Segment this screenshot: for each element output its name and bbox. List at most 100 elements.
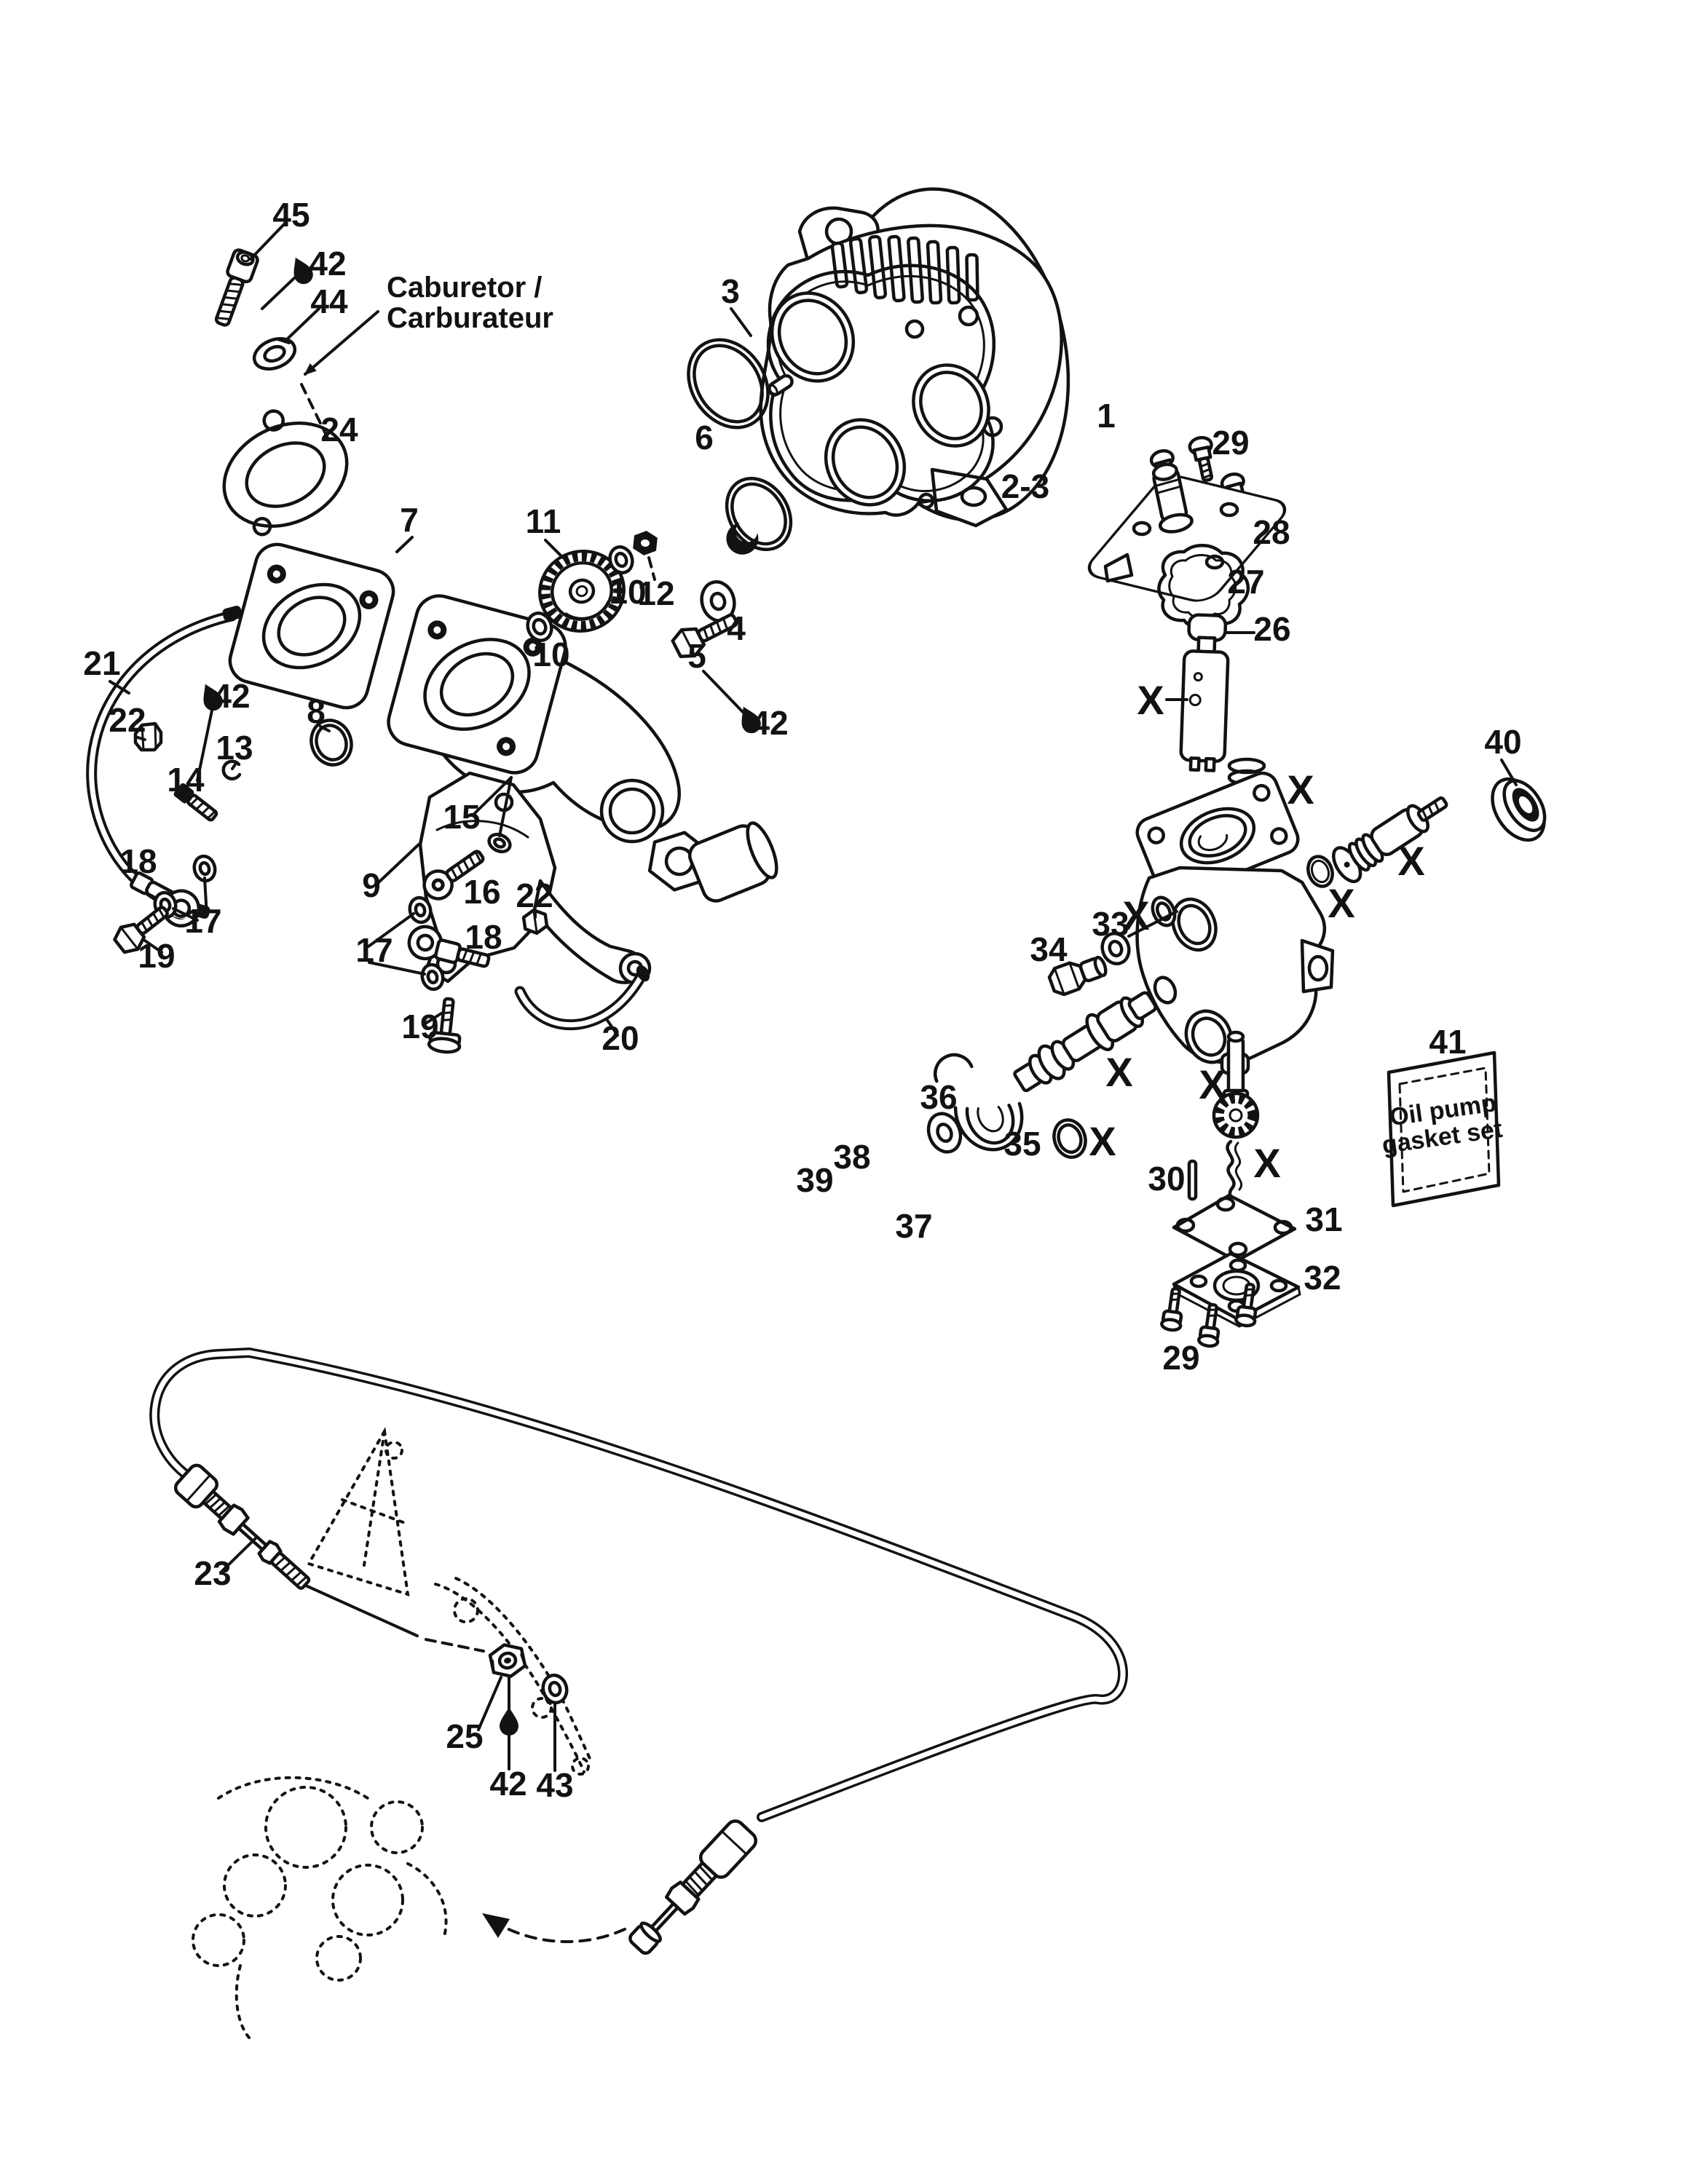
part-label-35: 35: [1003, 1125, 1041, 1163]
part-label-12: 12: [637, 574, 674, 612]
part-label-38: 38: [833, 1138, 870, 1176]
part-label-7: 7: [400, 501, 419, 539]
oil-pump-body: [1135, 866, 1335, 1075]
leader-42-top: [261, 277, 296, 310]
leader-11: [544, 539, 564, 559]
leader-17-left-a: [203, 877, 208, 917]
cable-end-lower: [628, 1819, 758, 1955]
leader-23-long: [304, 1584, 419, 1637]
part-label-44: 44: [310, 282, 348, 320]
part-label-20: 20: [602, 1019, 639, 1057]
leader-15a: [473, 776, 513, 815]
dowel-pin: [767, 373, 794, 397]
x-mark-oring: X: [1328, 880, 1354, 926]
part-label-10-left: 10: [532, 636, 569, 673]
hex-bolt-19-left: [113, 906, 169, 954]
x-mark-valve: X: [1397, 838, 1424, 884]
screw-14: [173, 783, 218, 822]
parts-artwork: [86, 187, 1547, 2041]
leader-40: [1500, 759, 1518, 786]
leader-lines: [109, 221, 1518, 1772]
part-label-4: 4: [727, 609, 746, 647]
note-caburetor-line2: Carburateur: [387, 302, 553, 334]
leader-44: [284, 307, 320, 342]
part-label-1: 1: [1097, 397, 1116, 435]
part-label-29-top: 29: [1212, 424, 1249, 462]
washer-33: [1100, 932, 1131, 965]
leader-23-dash: [425, 1638, 485, 1653]
pin-30: [1187, 1159, 1198, 1201]
part-label-29-bottom: 29: [1162, 1339, 1199, 1377]
magneto-cover-drawing: [759, 206, 1063, 528]
part-label-22-left: 22: [109, 701, 146, 739]
ball-joint-link-18-mid: [407, 925, 491, 968]
x-mark-ring: X: [1089, 1118, 1116, 1164]
plug-bolt-34: [1047, 955, 1108, 997]
leader-8: [319, 725, 331, 732]
retaining-clip-13: [221, 759, 242, 780]
part-label-32: 32: [1304, 1259, 1341, 1297]
leader-19-left: [141, 938, 163, 954]
leader-45: [249, 221, 287, 261]
leader-13: [231, 763, 237, 770]
leader-33: [1127, 910, 1178, 938]
part-label-14: 14: [167, 761, 205, 799]
part-label-21: 21: [83, 644, 120, 682]
part-label-23: 23: [194, 1554, 231, 1592]
washer-36: [926, 1112, 963, 1154]
lock-washer-44: [252, 337, 297, 371]
cover-bores: [770, 291, 990, 507]
phantom-oil-pump: [192, 1776, 448, 2041]
nut-22-mid: [521, 908, 549, 935]
part-label-28: 28: [1253, 513, 1290, 551]
part-label-40: 40: [1484, 723, 1521, 761]
part-label-6: 6: [695, 419, 714, 456]
diaphragm-gasket-31: [1172, 1193, 1297, 1263]
leader-21: [109, 680, 130, 695]
cooling-fins: [830, 234, 979, 305]
part-label-31: 31: [1305, 1200, 1342, 1238]
x-mark-camshaft: X: [1105, 1049, 1132, 1095]
carb-flange-gasket-24: [222, 409, 349, 537]
part-label-10-right: 10: [609, 573, 646, 611]
part-label-45: 45: [272, 196, 309, 234]
hose-nut-22-left: [133, 721, 163, 752]
part-label-36: 36: [920, 1078, 957, 1116]
part-label-19-mid: 19: [401, 1008, 438, 1045]
throttle-cable-23: [149, 1347, 1129, 1822]
carb-mount-screw-45: [214, 248, 259, 327]
part-label-15: 15: [443, 798, 480, 836]
carb-flange-plate-lower: [387, 594, 567, 775]
part-label-34: 34: [1030, 930, 1068, 968]
leader-42-mid: [196, 709, 213, 782]
check-valve-piston: [1332, 796, 1448, 884]
part-label-39: 39: [796, 1161, 833, 1199]
socket-screw-16: [422, 850, 485, 901]
leader-9: [377, 843, 420, 884]
part-label-27: 27: [1227, 563, 1264, 601]
gasket-set-packet-41: [1387, 1051, 1501, 1208]
leader-25: [477, 1676, 502, 1731]
install-direction-arrow: [482, 1913, 626, 1944]
part-label-22-mid: 22: [516, 877, 553, 914]
part-label-42-gear: 42: [751, 704, 788, 742]
pump-gasket-27: [1157, 544, 1250, 630]
o-ring-8: [309, 719, 353, 767]
part-label-19-left: 19: [138, 937, 175, 975]
washer-15: [487, 832, 512, 854]
adjuster-bolt-19-mid: [427, 997, 462, 1054]
part-label-16: 16: [463, 873, 500, 911]
cover-gasket-3: [766, 264, 995, 503]
nut-12: [633, 531, 658, 555]
leader-23: [221, 1536, 258, 1572]
washer-10-right: [608, 545, 634, 574]
part-label-11: 11: [526, 502, 561, 540]
screw-29-bottom-a: [1161, 1287, 1186, 1331]
part-label-33: 33: [1092, 905, 1129, 943]
x-mark-shaft: X: [1199, 1061, 1226, 1107]
leader-22-left: [134, 735, 146, 741]
part-label-8: 8: [307, 692, 326, 730]
